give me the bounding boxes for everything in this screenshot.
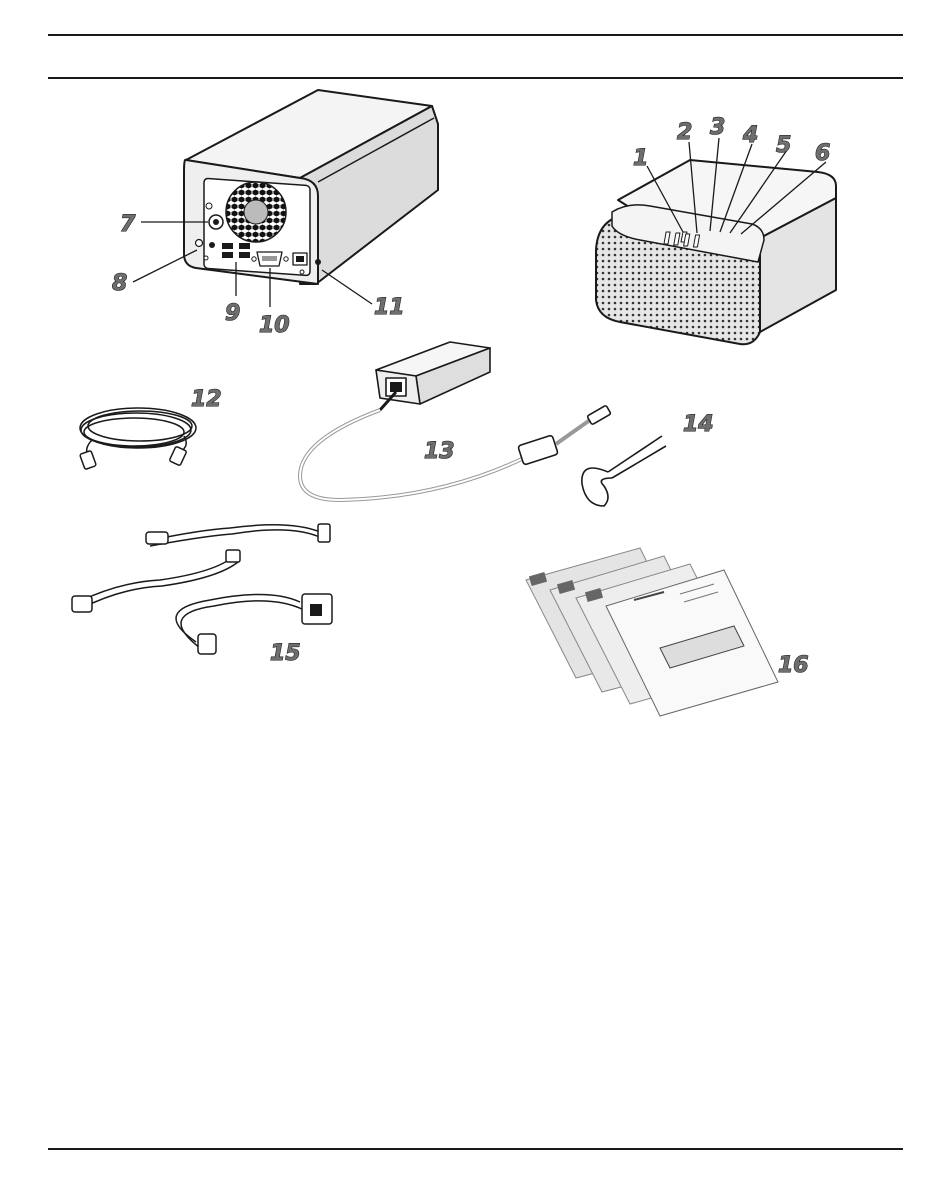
usb-port (239, 252, 250, 258)
callout-16: 16 (778, 653, 809, 678)
callout-11: 11 (374, 295, 405, 320)
callout-6: 6 (815, 141, 830, 166)
callout-9: 9 (225, 301, 240, 326)
network-cable (80, 408, 196, 470)
usb-port (239, 243, 250, 249)
callout-10: 10 (259, 313, 290, 338)
callout-12: 12 (191, 387, 222, 412)
callout-14: 14 (683, 412, 714, 437)
callout-13: 13 (424, 439, 455, 464)
callout-8: 8 (112, 271, 127, 296)
power-cords (72, 524, 332, 654)
callout-5: 5 (776, 133, 791, 158)
documentation (526, 548, 778, 716)
callout-2: 2 (677, 120, 692, 145)
device-front-view (596, 160, 836, 344)
usb-port (222, 252, 233, 258)
callout-1: 1 (633, 146, 648, 171)
callout-3: 3 (710, 115, 725, 140)
callout-7: 7 (120, 212, 136, 237)
tool (582, 436, 666, 506)
callout-15: 15 (270, 641, 301, 666)
power-adapter (300, 342, 611, 500)
callout-4: 4 (742, 123, 758, 148)
device-rear-view (184, 90, 438, 284)
usb-port (222, 243, 233, 249)
